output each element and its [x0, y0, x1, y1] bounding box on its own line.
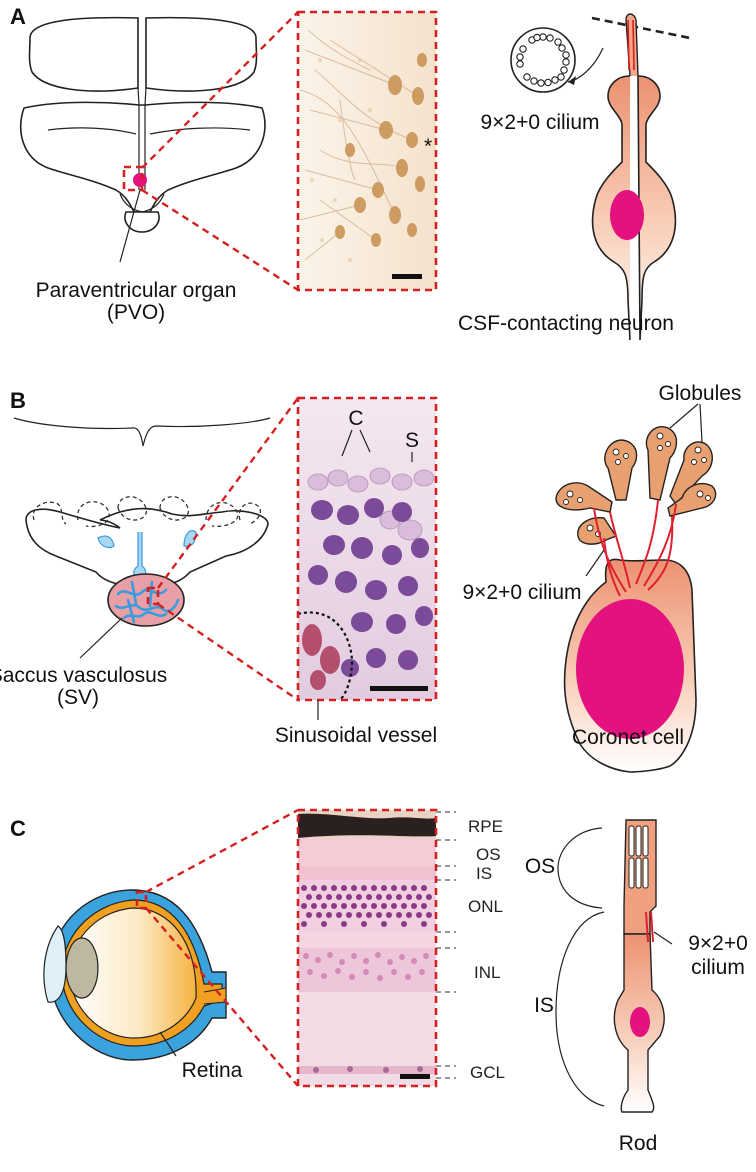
panel-c: C Retina [10, 808, 748, 1155]
scale-bar-c [400, 1074, 430, 1079]
layer-label: GCL [470, 1063, 505, 1082]
micrograph-retina [298, 810, 436, 1086]
vessel-label: Sinusoidal vessel [275, 724, 437, 747]
pvo-label-line1: Paraventricular organ [36, 279, 237, 302]
globules-pointer [669, 403, 703, 443]
marker-c: C [348, 407, 363, 430]
micrograph-a-frame [296, 10, 438, 292]
pvo-pointer-line [119, 189, 141, 263]
cilium-label-b: 9×2+0 cilium [462, 581, 581, 604]
zoom-line-bottom-a [141, 188, 299, 292]
sv-label-line2: (SV) [57, 686, 99, 709]
globules-label: Globules [659, 382, 742, 405]
rod-cell-diagram [555, 819, 665, 1113]
coronet-cell-label: Coronet cell [572, 726, 684, 749]
retina-pointer-line [159, 1031, 177, 1057]
zoom-line-bottom-b [157, 603, 299, 701]
brain-section-outline [20, 16, 266, 233]
sv-highlight-box [146, 586, 160, 606]
cilium-label-a: 9×2+0 cilium [480, 111, 599, 134]
cilium-pointer-b [585, 549, 605, 577]
retina-highlight-box [135, 890, 148, 910]
eye-diagram [43, 889, 227, 1061]
layer-label: ONL [468, 897, 503, 916]
retina-label: Retina [182, 1059, 243, 1082]
cilium-label-c-line2: cilium [691, 956, 745, 979]
rod-os-label: OS [525, 855, 555, 878]
cilium-cross-section-a [510, 27, 576, 93]
marker-s: S [405, 429, 419, 452]
layer-label: IS [476, 864, 492, 883]
zoom-line-top-c [145, 808, 299, 894]
pvo-label-line2: (PVO) [107, 301, 165, 324]
csf-contacting-neuron-diagram [591, 13, 677, 341]
saccus-vasculosus [107, 573, 185, 627]
micrograph-asterisk: * [424, 135, 432, 158]
layer-label: INL [474, 963, 500, 982]
coronet-cell-diagram [555, 426, 717, 773]
sv-pointer-line [79, 617, 123, 659]
pvo-highlight-box [122, 165, 144, 192]
panel-a: A Paraventricular organ (PVO) [10, 4, 691, 341]
panel-b-letter: B [10, 388, 26, 413]
sv-label-line1: Saccus vasculosus [0, 664, 167, 687]
cilium-label-c-line1: 9×2+0 [688, 932, 748, 955]
layer-label: OS [476, 845, 501, 864]
micrograph-b-frame [296, 396, 438, 702]
micrograph-sv: C S [297, 398, 436, 701]
zoom-line-bottom-c [145, 907, 299, 1087]
layer-label: RPE [468, 817, 503, 836]
rod-label: Rod [619, 1132, 658, 1155]
layer-brackets [436, 811, 456, 1079]
micrograph-pvo: * [298, 12, 436, 290]
panel-a-letter: A [10, 4, 26, 29]
zoom-line-top-b [157, 397, 299, 589]
scale-bar-b [370, 686, 428, 691]
cilium-pointer-c [653, 931, 673, 945]
retina-layer-labels: RPE OS IS ONL INL GCL [468, 817, 505, 1082]
scale-bar-a [392, 274, 422, 279]
rod-is-label: IS [534, 994, 554, 1017]
panel-c-letter: C [10, 816, 26, 841]
panel-b: B Sac [0, 382, 742, 773]
globules [555, 426, 717, 597]
csf-neuron-label: CSF-contacting neuron [458, 312, 674, 335]
pvo-marker [133, 173, 147, 187]
brain-section-sv [13, 417, 271, 587]
zoom-line-top-a [141, 11, 299, 169]
section-plane-line [591, 16, 691, 40]
